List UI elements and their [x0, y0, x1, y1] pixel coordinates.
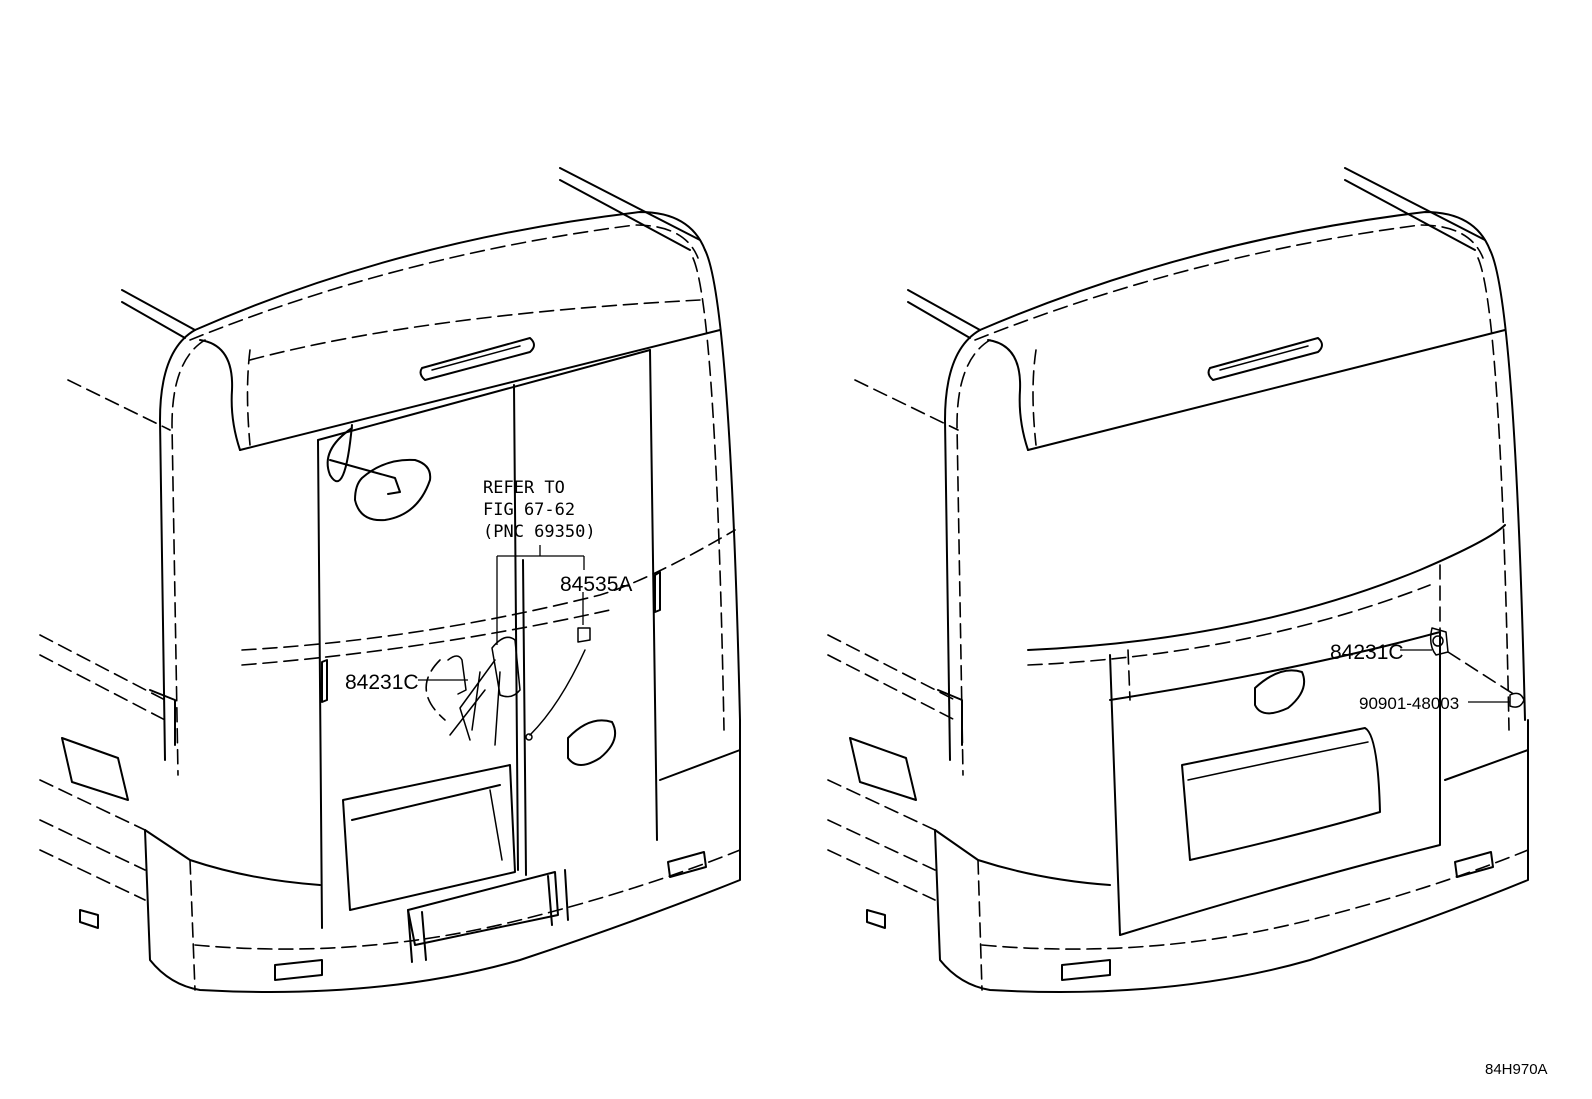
right-leader-lines	[1400, 649, 1510, 703]
right-vehicle-rear-view	[827, 167, 1529, 993]
left-leader-lines	[418, 545, 585, 681]
figure-code: 84H970A	[1485, 1061, 1548, 1078]
refer-to-note-line-2: FIG 67-62	[483, 500, 575, 520]
callout-84231C-left[interactable]: 84231C	[345, 671, 419, 694]
refer-to-note-line-1: REFER TO	[483, 478, 565, 498]
callout-84231C-right[interactable]: 84231C	[1330, 641, 1404, 664]
left-vehicle-rear-view	[39, 167, 741, 993]
callout-84535A[interactable]: 84535A	[560, 573, 632, 596]
callout-90901-48003[interactable]: 90901-48003	[1359, 694, 1459, 713]
refer-to-note-line-3: (PNC 69350)	[483, 522, 596, 542]
